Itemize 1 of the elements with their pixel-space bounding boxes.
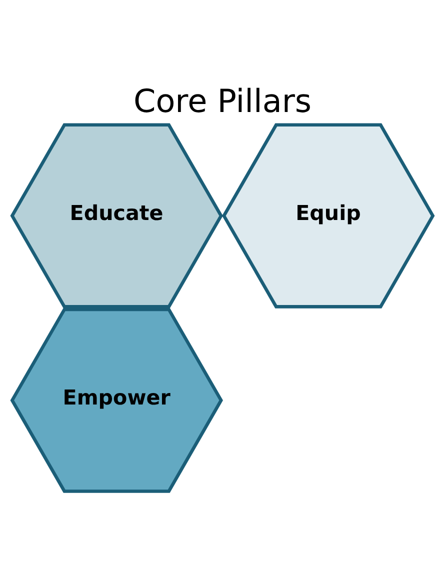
diagram-title: Core Pillars	[133, 82, 312, 120]
